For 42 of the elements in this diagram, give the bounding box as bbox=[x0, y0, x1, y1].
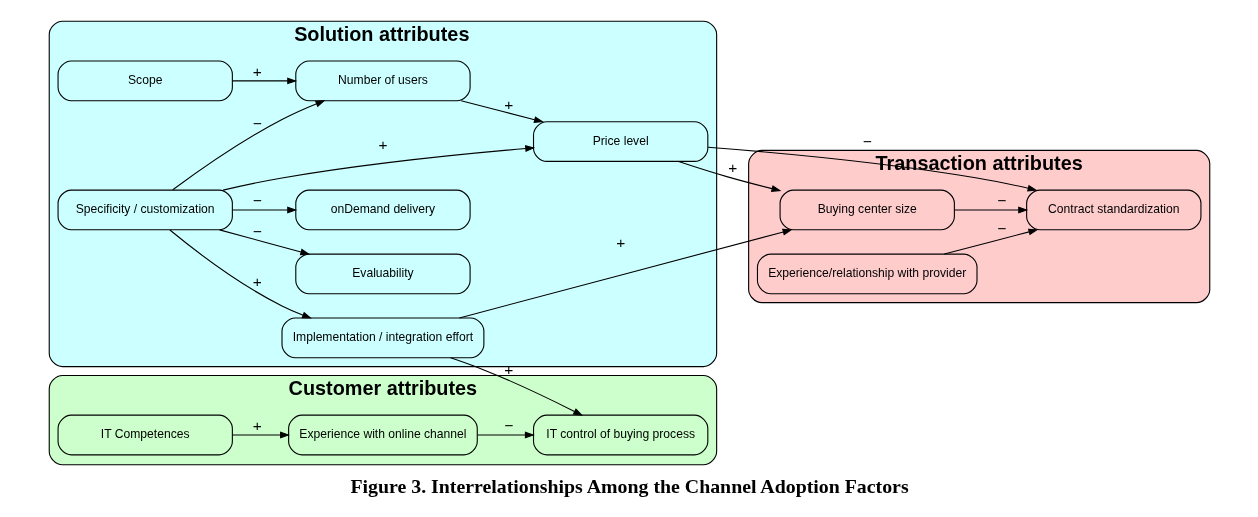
arrow bbox=[231, 206, 297, 214]
edge-label: + bbox=[252, 416, 262, 434]
arrow bbox=[677, 161, 781, 192]
edge-label: − bbox=[252, 191, 262, 209]
node-box: Experience/relationship with provider bbox=[756, 253, 978, 295]
edge-label: − bbox=[503, 416, 513, 434]
edge-label: + bbox=[377, 135, 387, 153]
arrow bbox=[953, 206, 1028, 214]
node-box: onDemand delivery bbox=[294, 189, 471, 231]
node-box: Price level bbox=[532, 121, 708, 162]
edge-label: − bbox=[252, 114, 262, 132]
arrow bbox=[222, 145, 535, 191]
node-box: Experience with online channel bbox=[287, 414, 478, 456]
edge-label: + bbox=[503, 95, 513, 113]
edge-label: + bbox=[727, 158, 737, 176]
edge-label: + bbox=[252, 273, 262, 291]
arrow bbox=[460, 100, 544, 123]
node-box: IT control of buying process bbox=[532, 414, 708, 456]
node-box: Evaluability bbox=[294, 253, 471, 295]
arrow bbox=[171, 100, 325, 191]
arrow bbox=[231, 77, 297, 85]
arrow bbox=[218, 229, 310, 256]
edge-label: − bbox=[252, 222, 262, 240]
edge-label: + bbox=[252, 62, 262, 80]
arrow bbox=[943, 228, 1038, 255]
arrow bbox=[231, 431, 290, 439]
caption: Figure 3. Interrelationships Among the Channel Adoption Factors bbox=[349, 474, 909, 497]
edge-label: − bbox=[862, 133, 872, 151]
edge-label: − bbox=[996, 191, 1006, 209]
node-box: Scope bbox=[57, 60, 233, 102]
arrow bbox=[168, 229, 312, 319]
arrow bbox=[458, 228, 793, 319]
arrow bbox=[706, 146, 1037, 192]
node-box: Contract standardization bbox=[1025, 189, 1201, 231]
node-box: Buying center size bbox=[779, 189, 955, 231]
arrow bbox=[476, 431, 535, 439]
edge-label: + bbox=[615, 233, 625, 251]
node-box: Implementation / integration effort bbox=[280, 317, 484, 359]
node-box: IT Competences bbox=[57, 414, 233, 456]
edge-label: − bbox=[996, 220, 1006, 238]
node-box: Number of users bbox=[294, 60, 471, 102]
node-box: Specificity / customization bbox=[57, 189, 233, 231]
